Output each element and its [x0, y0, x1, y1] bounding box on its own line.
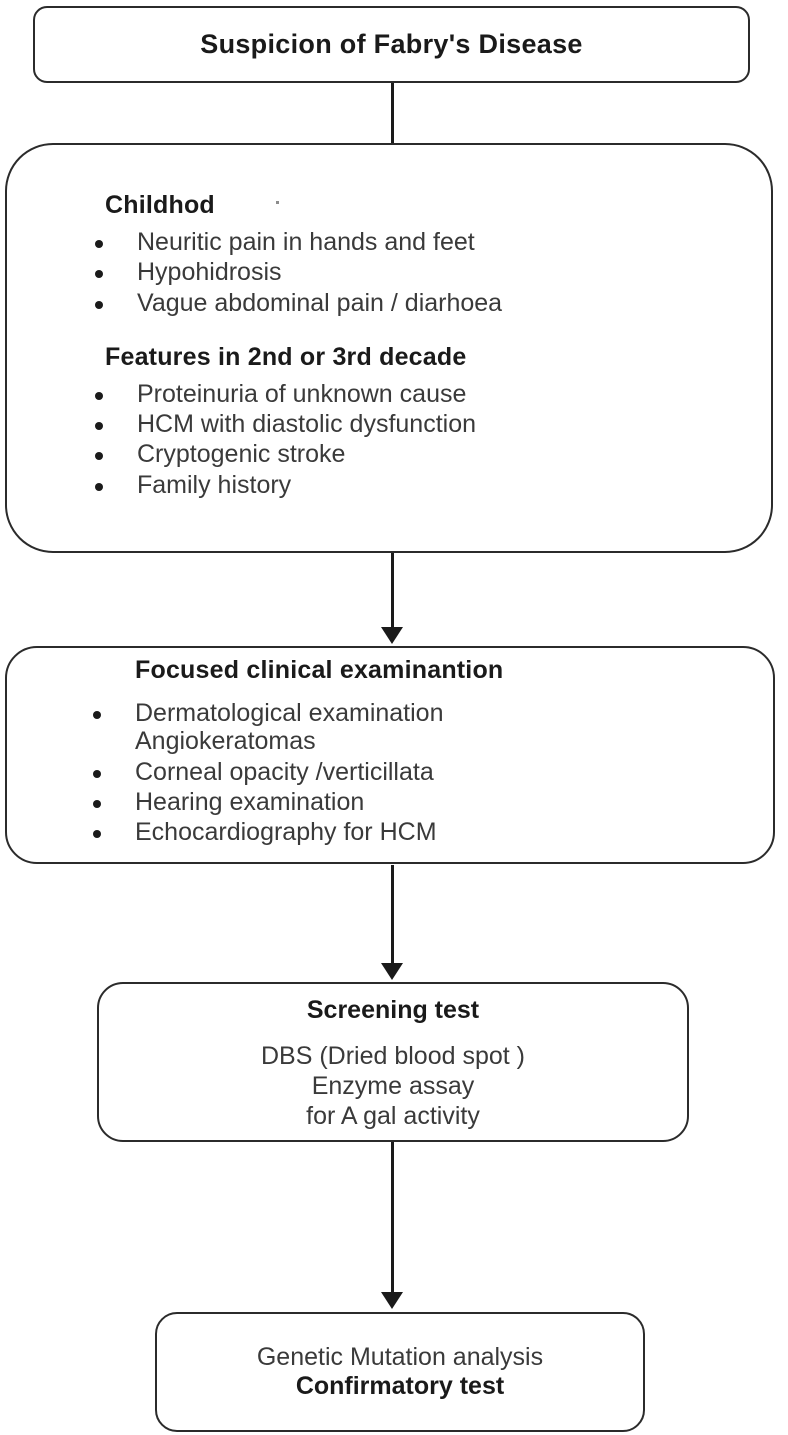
- screening-heading: Screening test: [306, 996, 480, 1024]
- list-item: HCM with diastolic dysfunction: [7, 410, 771, 438]
- exam-heading: Focused clinical examinantion: [135, 656, 504, 684]
- confirmatory-test-label: Confirmatory test: [295, 1372, 505, 1400]
- scan-speck-artifact: [276, 201, 279, 204]
- list-item: Vague abdominal pain / diarhoea: [7, 289, 771, 317]
- connector-exam-to-screening: [391, 865, 394, 965]
- list-item: Cryptogenic stroke: [7, 440, 771, 468]
- arrowhead-icon: [381, 627, 403, 644]
- connector-features-to-exam: [391, 553, 394, 629]
- genetic-analysis-label: Genetic Mutation analysis: [256, 1342, 544, 1371]
- node-focused-clinical-examination[interactable]: Focused clinical examinantion Dermatolog…: [5, 646, 775, 864]
- screening-body: DBS (Dried blood spot ) Enzyme assay for…: [260, 1042, 525, 1130]
- node-clinical-features[interactable]: Childhod Neuritic pain in hands and feet…: [5, 143, 773, 553]
- list-item: Hearing examination: [7, 788, 773, 816]
- decade-heading: Features in 2nd or 3rd decade: [105, 342, 467, 371]
- childhood-list: Neuritic pain in hands and feet Hypohidr…: [7, 228, 771, 317]
- node-suspicion-label: Suspicion of Fabry's Disease: [200, 29, 583, 59]
- list-item: Corneal opacity /verticillata: [7, 758, 773, 786]
- list-item: Echocardiography for HCM: [7, 818, 773, 846]
- exam-list: Dermatological examination Angiokeratoma…: [7, 699, 773, 846]
- list-item: Family history: [7, 471, 771, 499]
- arrowhead-icon: [381, 963, 403, 980]
- list-item: Proteinuria of unknown cause: [7, 380, 771, 408]
- node-suspicion-of-fabrys-disease[interactable]: Suspicion of Fabry's Disease: [33, 6, 750, 83]
- node-screening-test[interactable]: Screening test DBS (Dried blood spot ) E…: [97, 982, 689, 1142]
- list-item: Neuritic pain in hands and feet: [7, 228, 771, 256]
- childhood-heading: Childhod: [105, 191, 215, 219]
- list-item: Hypohidrosis: [7, 258, 771, 286]
- node-genetic-mutation-analysis[interactable]: Genetic Mutation analysis Confirmatory t…: [155, 1312, 645, 1432]
- connector-screening-to-genetic: [391, 1142, 394, 1294]
- list-item: Dermatological examination Angiokeratoma…: [7, 699, 773, 756]
- connector-suspicion-to-features: [391, 83, 394, 143]
- arrowhead-icon: [381, 1292, 403, 1309]
- decade-list: Proteinuria of unknown cause HCM with di…: [7, 380, 771, 499]
